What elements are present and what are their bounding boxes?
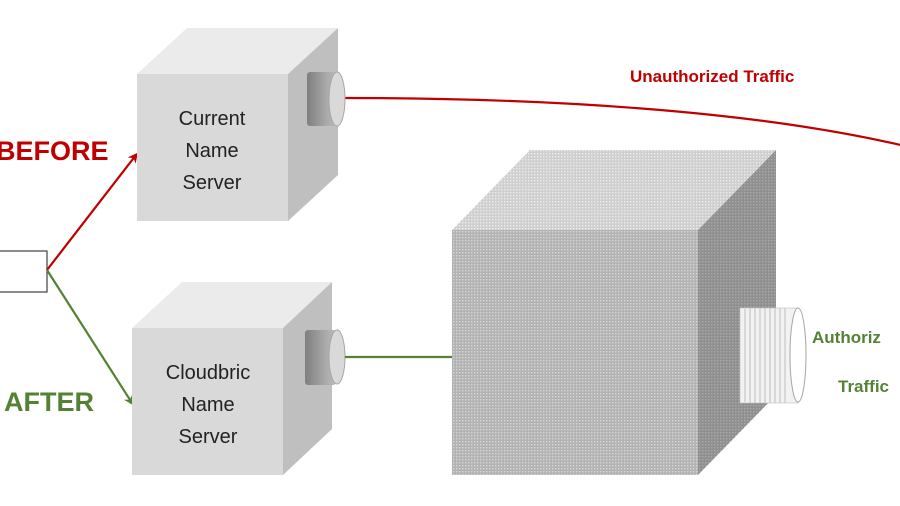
cloudbric-server-line3: Server [179, 426, 238, 448]
port-icon [305, 329, 346, 385]
cloudbric-server-line1: Cloudbric [166, 362, 250, 384]
authorized-traffic-label-line2: Traffic [838, 377, 889, 396]
client-box [0, 250, 48, 293]
current-server-line3: Server [183, 172, 242, 194]
cloudbric-name-server-box [132, 282, 346, 475]
current-server-line1: Current [179, 108, 246, 130]
after-label: AFTER [4, 387, 94, 417]
authorized-traffic-label: Authoriz [812, 328, 881, 347]
after-arrow [46, 269, 134, 406]
current-server-line2: Name [185, 140, 238, 162]
before-arrow [46, 152, 138, 271]
current-name-server-box [137, 28, 346, 221]
cloudbric-server-line2: Name [181, 394, 234, 416]
unauthorized-traffic-line [344, 96, 900, 146]
coil-port-icon [739, 307, 807, 404]
cloudbric-proxy-cube [452, 150, 807, 475]
port-icon [307, 71, 346, 127]
before-label: BEFORE [0, 136, 109, 166]
unauthorized-traffic-label: Unauthorized Traffic [630, 67, 794, 86]
